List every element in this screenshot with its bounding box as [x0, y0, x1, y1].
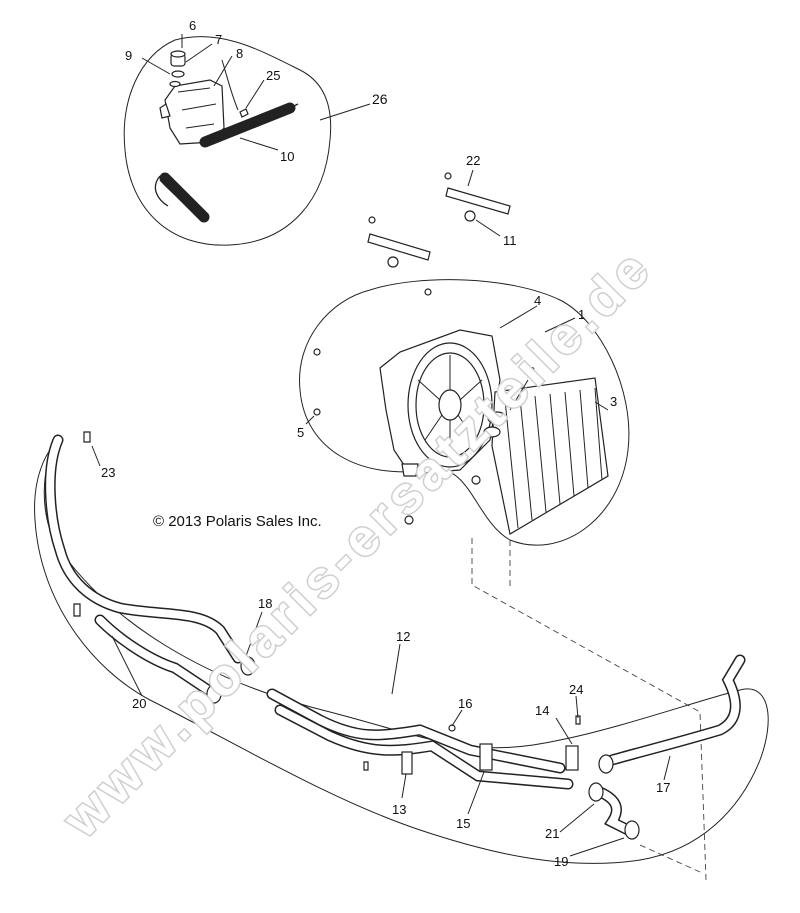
callout-24: 24 — [569, 682, 583, 697]
fan-brackets — [367, 172, 511, 268]
callout-1: 1 — [578, 307, 585, 322]
hose-bubble — [34, 439, 769, 864]
callout-labels: 6 7 8 9 25 26 10 22 11 4 1 2 3 5 23 18 1… — [101, 18, 670, 869]
callout-4: 4 — [534, 293, 541, 308]
bracket-grommet — [464, 210, 476, 222]
hose-assembly — [34, 431, 769, 864]
pipe-clamp-13 — [401, 751, 413, 775]
callout-11: 11 — [503, 233, 517, 248]
callout-23: 23 — [101, 465, 115, 480]
pipe-clamp-14 — [565, 745, 579, 771]
callout-26: 26 — [372, 91, 388, 107]
fitting-23 — [83, 431, 91, 443]
coolant-bottle — [164, 79, 225, 145]
hose-clamp-21 — [588, 782, 604, 802]
callout-22: 22 — [466, 153, 480, 168]
callout-16: 16 — [458, 696, 472, 711]
reservoir-assembly — [123, 36, 332, 246]
bracket-upper — [445, 187, 511, 215]
reservoir-bubble — [123, 36, 332, 246]
coolant-pipe-20 — [96, 616, 212, 694]
leader-lines — [91, 34, 671, 857]
hose-clamp-19 — [624, 820, 640, 840]
callout-10: 10 — [280, 149, 294, 164]
callout-2: 2 — [528, 364, 535, 379]
callout-25: 25 — [266, 68, 280, 83]
callout-7: 7 — [215, 32, 222, 47]
bracket-lower — [367, 233, 431, 261]
callout-18: 18 — [258, 596, 272, 611]
radiator-cap — [483, 426, 501, 438]
callout-17: 17 — [656, 780, 670, 795]
callout-14: 14 — [535, 703, 549, 718]
guide-line-c — [639, 844, 701, 873]
fastener-25 — [239, 108, 249, 118]
pipe-clamp-15 — [479, 743, 493, 771]
copyright-notice: © 2013 Polaris Sales Inc. — [153, 513, 322, 530]
overflow-hose — [159, 103, 299, 219]
radiator-fan-assembly — [299, 279, 630, 546]
coolant-pipe-right — [608, 656, 744, 764]
callout-15: 15 — [456, 816, 470, 831]
callout-20: 20 — [132, 696, 146, 711]
callout-6: 6 — [189, 18, 196, 33]
coolant-pipe-center — [268, 690, 564, 772]
callout-5: 5 — [297, 425, 304, 440]
short-hose — [596, 788, 632, 834]
callout-9: 9 — [125, 48, 132, 63]
callout-19: 19 — [554, 854, 568, 869]
callout-21: 21 — [545, 826, 559, 841]
radiator-bubble — [299, 279, 630, 546]
callout-8: 8 — [236, 46, 243, 61]
callout-12: 12 — [396, 629, 410, 644]
callout-3: 3 — [610, 394, 617, 409]
callout-13: 13 — [392, 802, 406, 817]
cap-gasket — [171, 70, 185, 78]
guide-line-a — [471, 538, 707, 881]
coolant-pipe-left — [46, 436, 242, 662]
